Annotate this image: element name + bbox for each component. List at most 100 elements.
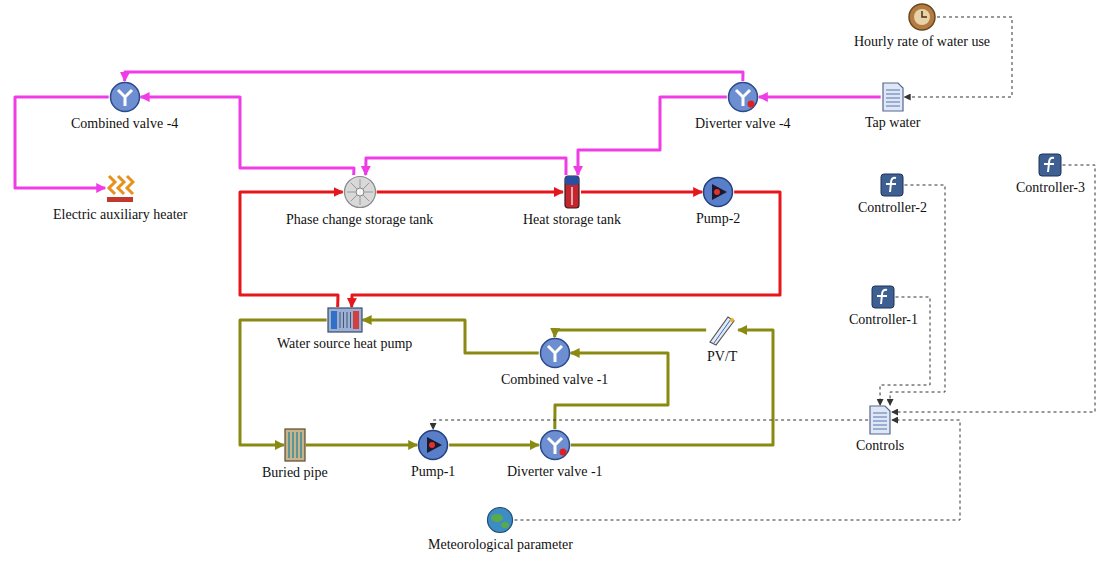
icon-shape — [922, 11, 927, 17]
icon-shape — [540, 339, 569, 368]
component-icon — [907, 3, 937, 31]
component-node: Hourly rate of water use — [853, 3, 991, 50]
pipe-connector — [240, 192, 343, 307]
icon-shape — [427, 437, 442, 453]
icon-shape — [344, 177, 375, 208]
component-icon — [417, 429, 449, 461]
pipe-connector — [15, 97, 109, 188]
component-node: Buried pipe — [261, 428, 329, 481]
component-label: Combined valve -1 — [500, 372, 609, 388]
icon-shape — [339, 312, 340, 328]
icon-shape — [350, 312, 351, 328]
component-label: Tap water — [864, 115, 921, 131]
icon-shape — [565, 176, 579, 208]
icon-shape — [501, 522, 509, 528]
icon-shape — [419, 431, 448, 460]
icon-shape — [285, 429, 305, 461]
component-node: Combined valve -4 — [70, 81, 179, 132]
icon-shape — [886, 90, 900, 91]
component-label: Electric auxiliary heater — [52, 207, 188, 223]
icon-shape — [870, 406, 890, 434]
icon-shape — [288, 432, 290, 458]
icon-shape — [548, 346, 562, 362]
icon-shape — [107, 197, 133, 202]
icon-shape — [886, 106, 900, 107]
component-node: Pump-1 — [410, 429, 456, 480]
component-icon — [327, 307, 363, 333]
component-label: Controller-3 — [1015, 180, 1086, 196]
component-icon — [871, 285, 895, 309]
component-node: Heat storage tank — [522, 175, 622, 228]
pipe-connector — [449, 444, 539, 447]
icon-shape — [873, 413, 887, 414]
component-label: Controller-1 — [848, 312, 919, 328]
component-node: Pump-2 — [695, 176, 741, 227]
component-icon — [880, 173, 904, 197]
component-node: Controller-1 — [848, 285, 919, 328]
component-label: Combined valve -4 — [70, 116, 179, 132]
pipe-connector — [306, 444, 417, 447]
pipe-connector — [555, 330, 707, 337]
icon-shape — [728, 83, 757, 112]
icon-shape — [559, 449, 566, 456]
component-node: Controller-3 — [1015, 153, 1086, 196]
component-label: Water source heat pump — [276, 336, 413, 352]
icon-shape — [881, 174, 903, 196]
component-icon — [486, 506, 514, 534]
component-icon — [727, 81, 759, 113]
icon-shape — [429, 442, 435, 448]
icon-shape — [886, 178, 896, 192]
icon-shape — [714, 319, 731, 343]
icon-shape — [909, 4, 935, 30]
icon-shape — [346, 312, 347, 328]
component-label: Hourly rate of water use — [853, 34, 991, 50]
component-label: Diverter valve -1 — [506, 464, 604, 480]
component-label: Pump-2 — [695, 211, 741, 227]
component-icon — [881, 82, 905, 112]
icon-shape — [1039, 154, 1061, 176]
component-label: Controls — [855, 438, 905, 454]
icon-shape — [1044, 158, 1054, 172]
icon-shape — [109, 176, 133, 194]
icon-shape — [704, 178, 733, 207]
component-label: Phase change storage tank — [285, 212, 434, 228]
component-label: Pump-1 — [410, 464, 456, 480]
icon-shape — [328, 308, 362, 332]
pipe-connector — [581, 191, 702, 194]
component-label: Meteorological parameter — [427, 537, 574, 553]
component-node: Diverter valve -1 — [506, 429, 604, 480]
component-node: Water source heat pump — [276, 307, 413, 352]
component-icon — [706, 314, 738, 346]
icon-shape — [877, 290, 887, 304]
component-label: Controller-2 — [857, 200, 928, 216]
icon-shape — [292, 432, 294, 458]
component-icon — [109, 81, 141, 113]
icon-shape — [873, 417, 887, 418]
icon-shape — [488, 508, 513, 533]
component-icon — [539, 429, 571, 461]
component-node: Meteorological parameter — [427, 506, 574, 553]
icon-shape — [886, 94, 900, 95]
control-signal-line — [433, 420, 868, 429]
pipe-connector — [377, 191, 563, 194]
component-icon — [343, 175, 377, 209]
component-node: Controls — [855, 405, 905, 454]
component-label: PV/T — [706, 349, 738, 365]
icon-shape — [300, 432, 302, 458]
component-node: Diverter valve -4 — [694, 81, 792, 132]
component-node: PV/T — [706, 314, 738, 365]
pipe-connector — [125, 72, 743, 81]
icon-shape — [353, 311, 359, 329]
icon-shape — [747, 101, 754, 108]
icon-shape — [914, 9, 930, 25]
icon-shape — [873, 421, 887, 422]
component-icon — [868, 405, 892, 435]
icon-shape — [296, 432, 298, 458]
icon-shape — [565, 176, 579, 185]
icon-shape — [886, 98, 900, 99]
component-icon — [284, 428, 306, 462]
icon-shape — [872, 286, 894, 308]
icon-shape — [873, 425, 887, 426]
